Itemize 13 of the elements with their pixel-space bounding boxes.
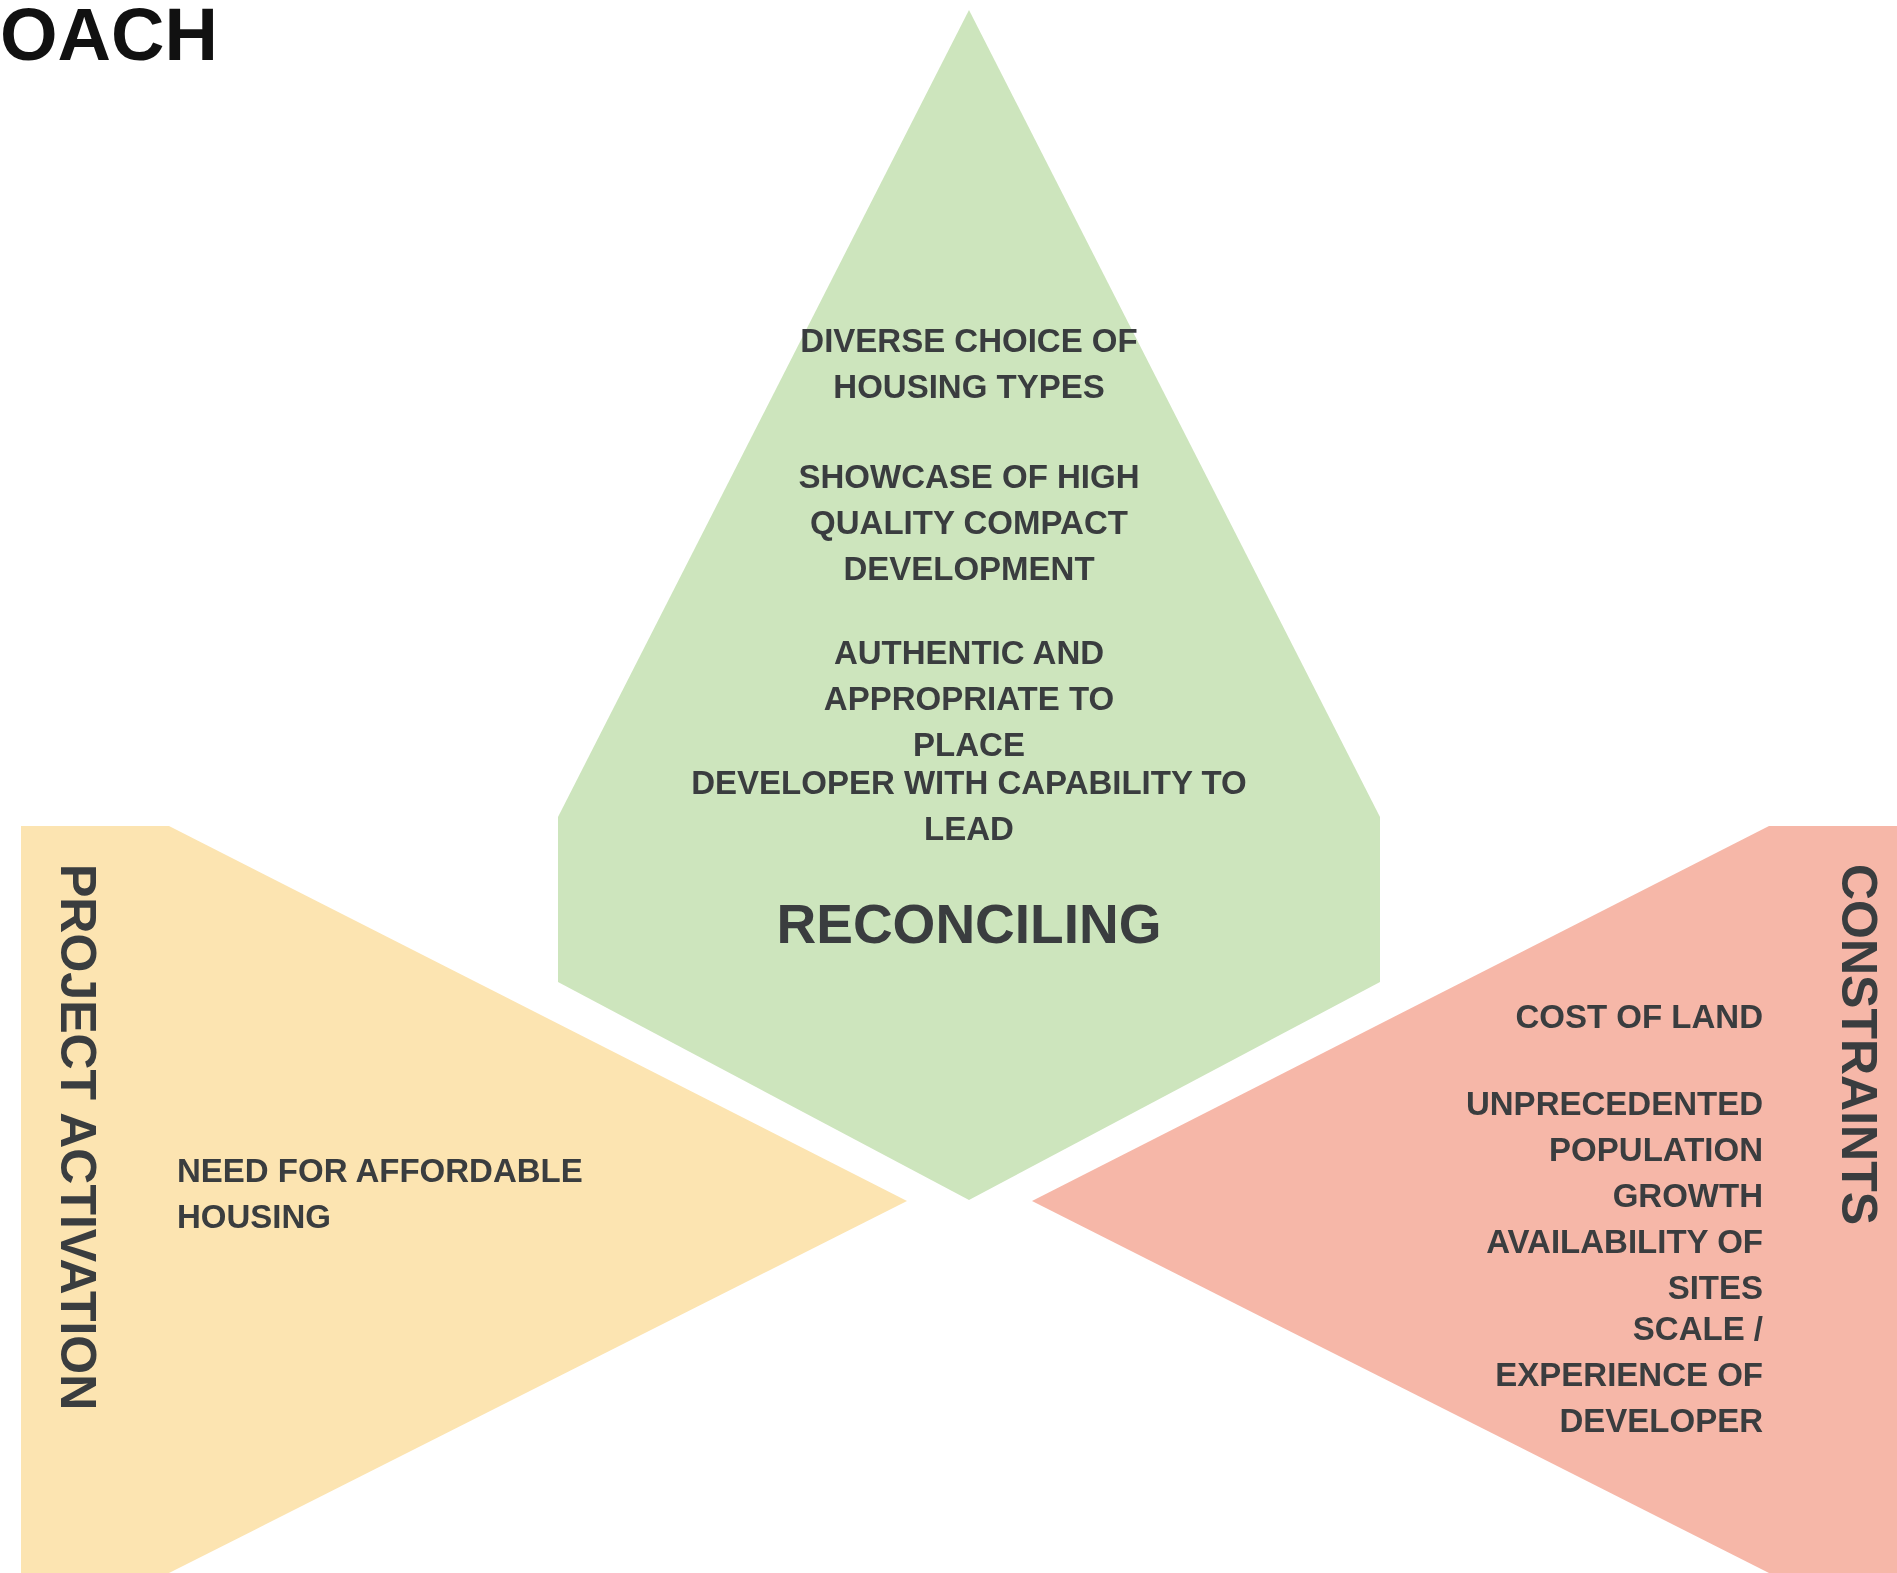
list-item-text: AVAILABILITY OF SITES: [1485, 1222, 1763, 1308]
list-item-text: AUTHENTIC AND APPROPRIATE TO PLACE: [822, 633, 1116, 765]
list-item-text: NEED FOR AFFORDABLE HOUSING: [177, 1151, 584, 1237]
panel-heading: PROJECT ACTIVATION: [51, 864, 105, 1411]
list-item-text: UNPRECEDENTED POPULATION GROWTH: [1464, 1084, 1763, 1216]
list-item-text: SHOWCASE OF HIGH QUALITY COMPACT DEVELOPMENT: [797, 457, 1141, 589]
list-item-text: SCALE / EXPERIENCE OF DEVELOPER: [1494, 1309, 1763, 1441]
title: OACH: [0, 0, 218, 77]
list-item-text: DEVELOPER WITH CAPABILITY TO LEAD: [690, 763, 1248, 849]
panel-heading: RECONCILING: [775, 892, 1163, 956]
panel-heading: CONSTRAINTS: [1832, 864, 1886, 1226]
list-item-text: COST OF LAND: [1514, 997, 1763, 1037]
list-item-text: DIVERSE CHOICE OF HOUSING TYPES: [799, 321, 1139, 407]
